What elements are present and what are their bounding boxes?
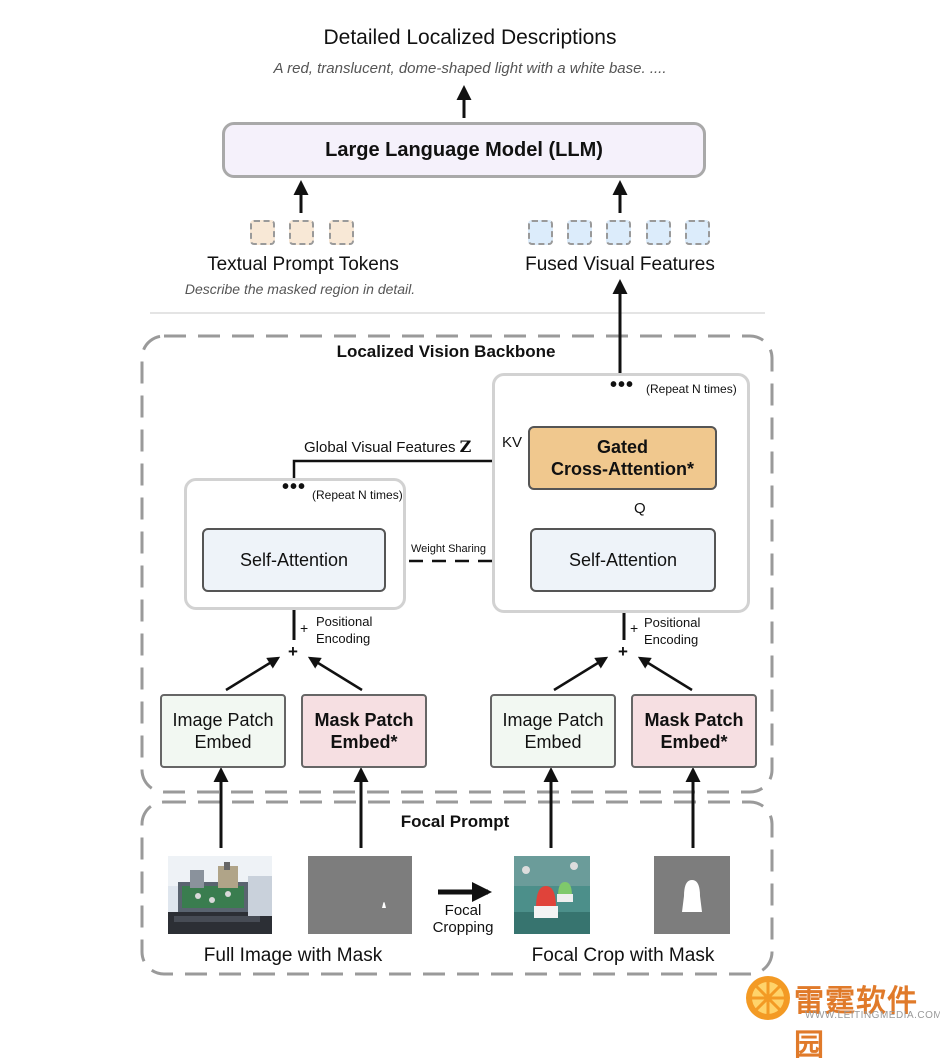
focal-crop-label: Focal Crop with Mask xyxy=(531,945,715,966)
full-mask-thumbnail xyxy=(308,856,412,934)
diagram-title: Detailed Localized Descriptions xyxy=(323,26,617,49)
positional-plus-left: + xyxy=(300,620,309,636)
positional-plus-right: + xyxy=(630,620,639,636)
kv-label: KV xyxy=(502,434,523,451)
backbone-frame xyxy=(140,334,774,794)
weight-sharing-label: Weight Sharing xyxy=(411,543,487,555)
q-label: Q xyxy=(634,500,646,517)
repeat-dots-right: ••• xyxy=(610,374,635,396)
visual-token xyxy=(685,220,710,245)
llm-box: Large Language Model (LLM) xyxy=(222,122,706,178)
full-image-label: Full Image with Mask xyxy=(203,945,383,966)
gated-cross-attention-box: Gated Cross-Attention* xyxy=(528,426,717,490)
visual-token xyxy=(528,220,553,245)
repeat-label-right: (Repeat N times) xyxy=(646,382,737,396)
llm-label: Large Language Model (LLM) xyxy=(325,138,603,161)
focal-prompt-title: Focal Prompt xyxy=(400,812,510,831)
focal-mask-thumbnail xyxy=(654,856,730,934)
global-visual-features-label: Global Visual Features Z xyxy=(304,437,472,456)
sum-plus-right: + xyxy=(618,642,628,661)
text-token xyxy=(329,220,354,245)
self-attention-left: Self-Attention xyxy=(202,528,386,592)
textual-prompt-example: Describe the masked region in detail. xyxy=(184,281,416,297)
example-description: A red, translucent, dome-shaped light wi… xyxy=(273,60,667,77)
fused-visual-features-label: Fused Visual Features xyxy=(525,254,715,275)
sum-plus-left: + xyxy=(288,642,298,661)
repeat-dots-left: ••• xyxy=(282,476,307,498)
textual-prompt-label: Textual Prompt Tokens xyxy=(207,254,399,275)
text-token xyxy=(289,220,314,245)
visual-token xyxy=(606,220,631,245)
self-attention-right: Self-Attention xyxy=(530,528,716,592)
watermark-logo-icon xyxy=(746,976,790,1020)
repeat-label-left: (Repeat N times) xyxy=(312,488,403,502)
visual-token xyxy=(646,220,671,245)
watermark-url: WWW.LEITINGMEDIA.COM xyxy=(805,1010,940,1021)
focal-prompt-frame xyxy=(140,800,774,976)
focal-crop-thumbnail xyxy=(514,856,590,934)
backbone-title: Localized Vision Backbone xyxy=(336,342,556,361)
visual-token xyxy=(567,220,592,245)
full-image-thumbnail xyxy=(168,856,272,934)
text-token xyxy=(250,220,275,245)
